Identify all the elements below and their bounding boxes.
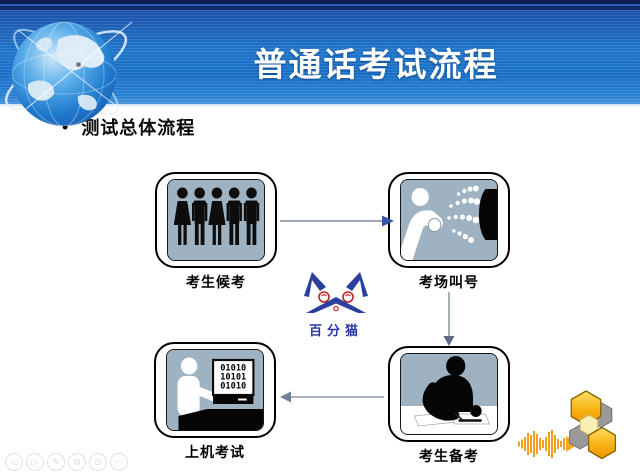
bullet-line: • 测试总体流程 <box>62 114 195 140</box>
watermark: 百分猫 <box>296 270 376 339</box>
pen-tool-button[interactable]: ✎ <box>47 453 65 471</box>
announcement-icon <box>401 180 497 260</box>
flow-node-label: 考生备考 <box>419 448 479 464</box>
slide-title: 普通话考试流程 <box>253 46 499 83</box>
flow-node-candidate-preparing: 考生备考 <box>388 346 510 466</box>
slides-panel-button[interactable]: ⧉ <box>68 453 86 471</box>
flow-node-label: 考生候考 <box>186 274 246 290</box>
previous-slide-button[interactable]: ◁ <box>5 453 23 471</box>
binary-line: 01010 <box>220 381 246 391</box>
flow-node-label: 考场叫号 <box>419 274 479 290</box>
cat-logo-icon <box>304 272 368 313</box>
binary-line: 01010 <box>220 363 246 373</box>
arrow-preparing-to-exam <box>280 391 384 403</box>
people-queue-icon <box>168 180 264 260</box>
flow-node-box <box>388 172 510 268</box>
next-slide-button[interactable]: ▷ <box>26 453 44 471</box>
flow-node-label: 上机考试 <box>185 444 245 460</box>
flow-node-box <box>155 172 277 268</box>
flow-node-candidates-waiting: 考生候考 <box>155 172 277 292</box>
flow-node-computer-exam: 01010 10101 01010 上机考试 <box>154 342 276 462</box>
writing-desk-icon <box>401 354 497 434</box>
more-options-button[interactable]: ⋯ <box>110 453 128 471</box>
player-controls: ◁ ▷ ✎ ⧉ ⊙ ⋯ <box>5 453 128 471</box>
waveform-icon <box>518 430 578 458</box>
flow-node-room-calling: 考场叫号 <box>388 172 510 292</box>
computer-exam-icon: 01010 10101 01010 <box>167 350 263 430</box>
watermark-text: 百分猫 <box>308 323 363 338</box>
binary-line: 10101 <box>220 372 246 382</box>
zoom-tool-button[interactable]: ⊙ <box>89 453 107 471</box>
flow-node-box <box>388 346 510 442</box>
banner-stripes <box>0 0 640 13</box>
bullet-text: 测试总体流程 <box>81 118 196 138</box>
flow-node-box: 01010 10101 01010 <box>154 342 276 438</box>
bullet-marker: • <box>62 117 69 137</box>
arrow-calling-to-preparing <box>443 292 455 346</box>
honeycomb-decoration <box>518 390 617 460</box>
arrow-waiting-to-calling <box>280 215 394 227</box>
globe-icon <box>4 21 133 126</box>
